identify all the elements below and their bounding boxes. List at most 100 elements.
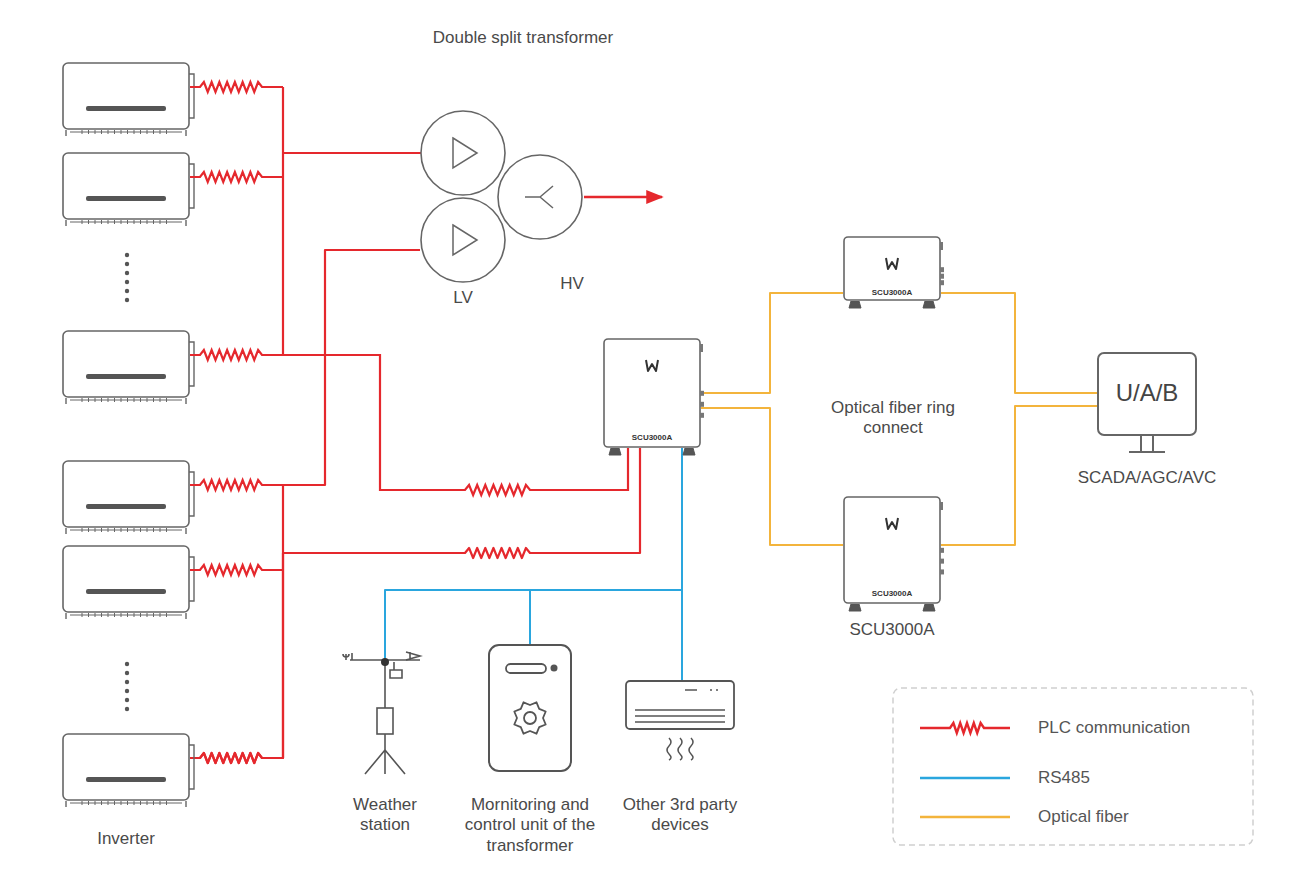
inverter-terminal	[88, 801, 89, 805]
continuation-dot	[125, 662, 129, 666]
inverter-terminal	[140, 398, 141, 402]
inverter-base	[70, 614, 182, 615]
node-title: Mornitoring and control unit of the tran…	[450, 795, 610, 856]
scu-port	[940, 267, 944, 272]
inverter-terminal	[160, 801, 161, 805]
scu-unit: SCU3000A	[843, 496, 947, 612]
inverter-terminal	[134, 528, 135, 532]
inverter-terminal	[88, 398, 89, 402]
mast-hub	[381, 658, 389, 666]
inverter: Inverter	[62, 733, 198, 855]
inverter-terminal	[88, 220, 89, 224]
inverter-terminal	[166, 398, 167, 402]
sensor-box	[390, 662, 402, 678]
fiber-link	[941, 406, 1097, 545]
inverter-body	[63, 153, 189, 219]
continuation-dot	[125, 280, 129, 284]
rs485-link	[681, 448, 683, 680]
inverter-terminal	[121, 220, 122, 224]
inverter-terminal	[153, 220, 154, 224]
inverter	[63, 331, 194, 404]
inverter-base	[70, 529, 182, 530]
inverter-terminal	[121, 528, 122, 532]
inverter-terminal	[95, 220, 96, 224]
inverter-terminal	[95, 398, 96, 402]
inverter-terminal	[147, 130, 148, 134]
legend-text: Optical fiber	[1038, 807, 1129, 827]
inverter-terminal	[95, 801, 96, 805]
continuation-dot	[125, 671, 129, 675]
legend-row: PLC communication	[920, 716, 1240, 740]
inverter-terminal	[166, 801, 167, 805]
inverter-terminal	[166, 220, 167, 224]
brand-logo	[886, 518, 898, 529]
inverter-display-bar	[86, 777, 166, 782]
inverter-terminal	[160, 130, 161, 134]
node-outline	[488, 644, 572, 772]
inverter-terminal	[127, 801, 128, 805]
inverter-base	[70, 221, 182, 222]
output-arrow	[584, 196, 662, 199]
inverter-terminal	[114, 220, 115, 224]
inverter-side-flange	[189, 472, 194, 516]
inverter	[63, 461, 194, 534]
air-flow	[689, 738, 693, 760]
inverter-terminal	[108, 801, 109, 805]
inverter-terminal	[166, 130, 167, 134]
inverter-terminal	[153, 398, 154, 402]
inverter-terminal	[108, 220, 109, 224]
legend-line	[920, 723, 1010, 733]
fiber-link	[941, 293, 1097, 393]
inverter-terminal	[95, 613, 96, 617]
inverter-terminal	[101, 613, 102, 617]
legend-frame	[893, 688, 1253, 845]
scu-body	[844, 237, 940, 300]
inverter-body	[63, 461, 189, 527]
inverter-terminal	[88, 528, 89, 532]
node-title: SCU3000A	[843, 589, 941, 599]
inverter-terminal	[147, 528, 148, 532]
inverter-display-bar	[86, 589, 166, 594]
inverter-terminal	[101, 801, 102, 805]
monitor-stand	[1129, 435, 1165, 452]
inverter	[63, 546, 194, 619]
third-party-device: Other 3rd party devices	[610, 676, 750, 856]
lv-winding	[421, 198, 505, 282]
node-caption: SCADA/AGC/AVC	[1072, 468, 1222, 488]
node-title: Double split transformer	[418, 28, 628, 48]
node-title: Weather station	[335, 795, 435, 836]
mast	[384, 658, 386, 750]
ac-unit	[626, 681, 734, 729]
inverter-terminal	[160, 528, 161, 532]
inverter-terminal	[82, 613, 83, 617]
plc-link	[190, 250, 420, 763]
inverter-terminal	[114, 398, 115, 402]
inverter-foot	[66, 613, 186, 619]
inverter-terminal	[114, 801, 115, 805]
inverter-foot	[66, 220, 186, 226]
inverter-body	[63, 734, 189, 800]
rs485-link	[530, 448, 682, 644]
inverter-terminal	[160, 220, 161, 224]
inverter-body	[63, 63, 189, 129]
inverter-terminal	[166, 613, 167, 617]
device-label: SCU3000A	[837, 620, 947, 640]
winding-label: HV	[552, 274, 592, 294]
scu-port	[940, 502, 943, 510]
continuation-dot	[125, 689, 129, 693]
inverter-terminal	[114, 613, 115, 617]
inverter-side-flange	[189, 557, 194, 601]
inverter-terminal	[82, 398, 83, 402]
ring-label: Optical fiber ring connect	[823, 398, 963, 439]
inverter-terminal	[108, 528, 109, 532]
plc-link	[190, 448, 640, 763]
inverter-terminal	[134, 220, 135, 224]
scu-port	[940, 559, 944, 564]
inverter-terminal	[108, 398, 109, 402]
inverter-side-flange	[189, 745, 194, 789]
scu-leg	[849, 301, 935, 308]
inverter-display-bar	[86, 196, 166, 201]
scu-port	[700, 413, 704, 418]
tripod	[365, 750, 405, 774]
